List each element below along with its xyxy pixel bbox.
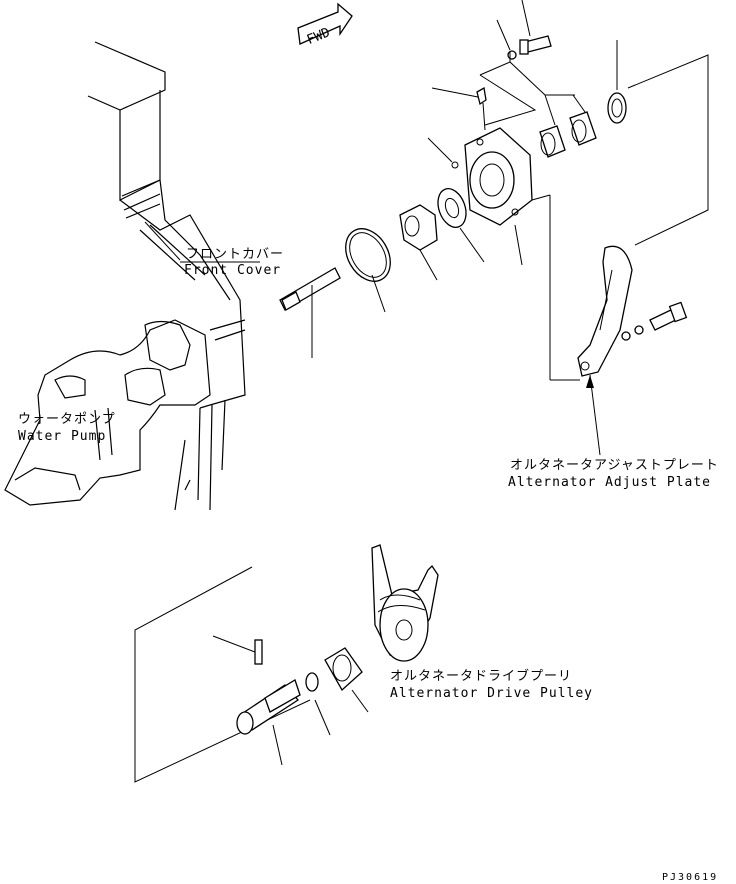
pin-part	[431, 86, 487, 131]
drive-pulley-label-jp: オルタネータドライブプーリ	[390, 668, 572, 684]
front-cover-label-jp: フロントカバー	[186, 247, 284, 262]
water-pump-label-en: Water Pump	[18, 429, 106, 444]
housing-part	[464, 127, 551, 380]
nut-part	[399, 204, 438, 281]
bolt-top-part	[496, 0, 552, 60]
fwd-arrow-icon: FWD	[297, 2, 353, 48]
o-ring-part	[345, 228, 391, 313]
adjust-plate-label-jp: オルタネータアジャストプレート	[510, 458, 719, 473]
water-pump-label-jp: ウォータポンプ	[18, 412, 116, 427]
bearing-part	[324, 647, 369, 713]
front-cover-drawing	[87, 41, 246, 511]
key-part	[212, 635, 263, 665]
bushing-1-part	[539, 125, 566, 158]
pulley-bracket	[134, 566, 311, 783]
pulley-shaft-part	[236, 679, 301, 766]
dowel-part	[427, 137, 459, 169]
washer-part	[437, 188, 485, 263]
spacer-part	[305, 672, 331, 736]
pulley-part	[371, 544, 439, 662]
shaft-part	[279, 267, 341, 358]
drive-pulley-label-en: Alternator Drive Pulley	[390, 686, 593, 701]
shim-part	[607, 40, 627, 124]
front-cover-leader	[144, 221, 181, 261]
adjust-plate-bracket	[627, 54, 709, 246]
front-cover-label-en: Front Cover	[184, 263, 281, 278]
bushing-2-part	[544, 94, 597, 146]
adjust-plate-part	[577, 245, 633, 377]
bolt-side-part	[621, 301, 688, 341]
drawing-code: PJ30619	[662, 872, 718, 883]
bracket-lines	[479, 52, 575, 126]
water-pump-drawing	[4, 319, 211, 506]
adjust-plate-label-en: Alternator Adjust Plate	[508, 475, 711, 490]
adjust-plate-leader	[586, 374, 601, 456]
